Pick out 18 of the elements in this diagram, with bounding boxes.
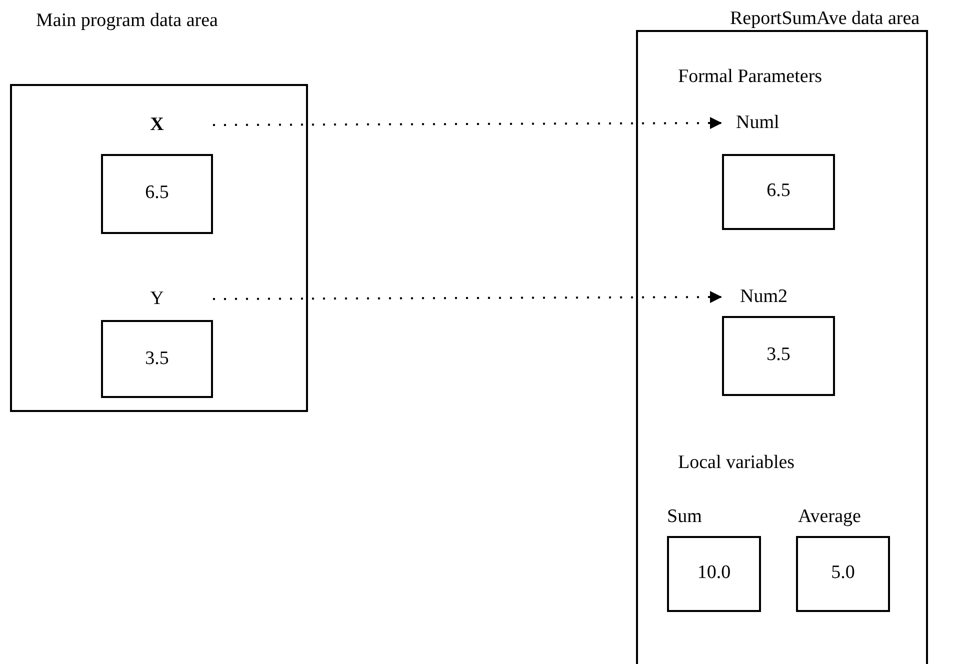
variable-value: 5.0 xyxy=(830,562,856,584)
variable-value: 6.5 xyxy=(766,180,792,202)
section-heading: Local variables xyxy=(678,452,795,474)
variable-name: X xyxy=(149,114,165,136)
variable-value: 6.5 xyxy=(144,182,170,204)
variable-value: 3.5 xyxy=(144,348,170,370)
variable-name: Numl xyxy=(736,112,780,134)
area-title: ReportSumAve data area xyxy=(730,8,920,30)
variable-value: 10.0 xyxy=(696,562,732,584)
variable-name: Y xyxy=(149,288,165,310)
variable-name: Num2 xyxy=(740,286,788,308)
variable-name: Average xyxy=(798,506,861,528)
variable-value: 3.5 xyxy=(766,344,792,366)
variable-name: Sum xyxy=(667,506,702,528)
area-title: Main program data area xyxy=(36,10,218,32)
arrow xyxy=(213,117,722,130)
section-heading: Formal Parameters xyxy=(678,66,822,88)
arrow xyxy=(213,291,722,304)
